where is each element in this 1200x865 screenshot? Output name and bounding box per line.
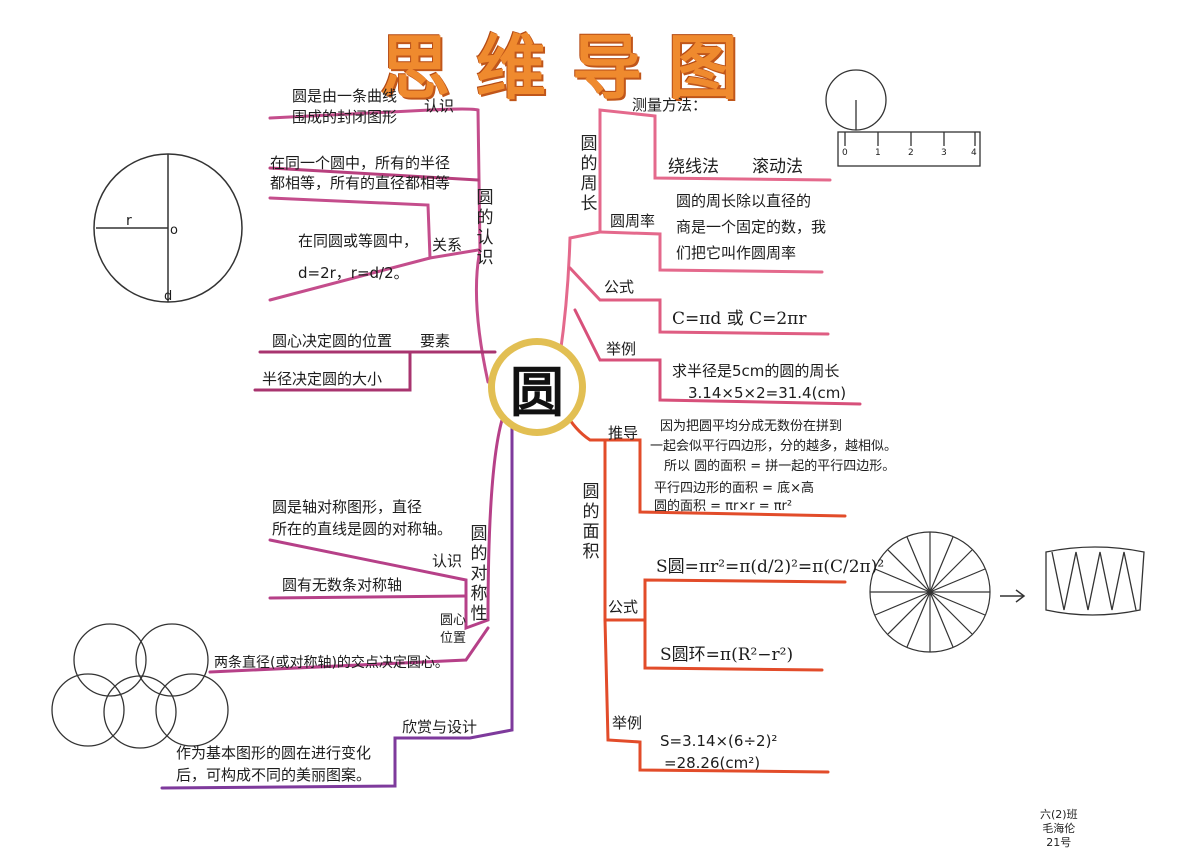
derive-line-5: 圆的面积 = πr×r = πr² xyxy=(654,499,793,514)
signature-class: 六(2)班 xyxy=(1040,808,1078,821)
guanxi-text1-line-2: 都相等，所有的直径都相等 xyxy=(270,174,451,192)
symmetry-branch-label: 圆的对称性 xyxy=(470,524,488,624)
derive-line-3: 所以 圆的面积 = 拼一起的平行四边形。 xyxy=(664,459,896,474)
signature-number: 21号 xyxy=(1046,836,1072,849)
ruler-tick-2: 2 xyxy=(908,148,914,158)
pi-label: 圆周率 xyxy=(610,212,656,230)
renshi-label: 认识 xyxy=(424,97,455,115)
derive-line-2: 一起会似平行四边形，分的越多，越相似。 xyxy=(650,439,898,454)
sym-center-text: 两条直径(或对称轴)的交点决定圆心。 xyxy=(214,655,449,671)
area-example-line-2: =28.26(cm²) xyxy=(664,754,761,772)
pi-line-2: 商是一个固定的数，我 xyxy=(676,218,827,236)
measure-label: 测量方法： xyxy=(632,96,708,114)
ruler-tick-0: 0 xyxy=(842,148,848,158)
area-branch-label: 圆的面积 xyxy=(582,482,600,562)
guanxi-text1-line-1: 在同一个圆中，所有的半径 xyxy=(270,154,451,172)
center-node: 圆 xyxy=(488,338,586,436)
ruler-tick-4: 4 xyxy=(971,148,977,158)
page-title: 思维导图 xyxy=(380,26,764,109)
circle-d-label: d xyxy=(164,289,173,304)
ruler-tick-3: 3 xyxy=(941,148,947,158)
guanxi-text2-line-1: 在同圆或等圆中， xyxy=(298,232,419,250)
derive-label: 推导 xyxy=(608,424,639,442)
pi-line-3: 们把它叫作圆周率 xyxy=(676,244,797,262)
perimeter-formula: C=πd 或 C=2πr xyxy=(672,309,807,329)
overlapping-circles-icon xyxy=(51,623,229,749)
formula-label: 公式 xyxy=(604,278,635,296)
measure-method-2: 滚动法 xyxy=(752,157,803,177)
area-formula-1: S圆=πr²=π(d/2)²=π(C/2π)² xyxy=(656,557,885,577)
pi-line-1: 圆的周长除以直径的 xyxy=(676,192,812,210)
example-label: 举例 xyxy=(606,340,637,358)
sym-renshi-label: 认识 xyxy=(432,552,463,570)
yaosu-center-text: 圆心决定圆的位置 xyxy=(272,332,393,350)
sym-text2: 圆有无数条对称轴 xyxy=(282,576,403,594)
sym-text1-line-1: 圆是轴对称图形，直径 xyxy=(272,498,423,516)
perimeter-branch-label: 圆的周长 xyxy=(580,134,598,214)
ruler-icon xyxy=(825,69,981,167)
measure-method-1: 绕线法 xyxy=(668,157,719,177)
renshi-line-2: 围成的封闭图形 xyxy=(292,108,398,126)
derive-line-1: 因为把圆平均分成无数份在拼到 xyxy=(660,419,843,434)
area-example-label: 举例 xyxy=(612,714,643,732)
renshi-branch-label: 圆的认识 xyxy=(476,188,494,268)
guanxi-label: 关系 xyxy=(432,236,463,254)
signature-name: 毛海伦 xyxy=(1042,822,1076,835)
design-line-2: 后，可构成不同的美丽图案。 xyxy=(176,766,372,784)
arrow-icon xyxy=(1000,589,1026,603)
sector-circle-icon xyxy=(869,531,991,653)
signature: 六(2)班 毛海伦 21号 xyxy=(1040,808,1078,850)
area-formula-label: 公式 xyxy=(608,598,639,616)
ruler-tick-1: 1 xyxy=(875,148,881,158)
example-line-1: 求半径是5cm的圆的周长 xyxy=(672,362,840,380)
area-example-line-1: S=3.14×(6÷2)² xyxy=(660,732,778,750)
parallelogram-icon xyxy=(1045,546,1145,616)
sym-center-label: 圆心位置 xyxy=(439,613,466,646)
yaosu-label: 要素 xyxy=(420,332,451,350)
circle-r-label: r xyxy=(126,213,132,229)
yaosu-radius-text: 半径决定圆的大小 xyxy=(262,370,383,388)
circle-o-label: o xyxy=(170,223,178,238)
sym-text1-line-2: 所在的直线是圆的对称轴。 xyxy=(272,520,453,538)
guanxi-text2-line-2: d=2r，r=d/2。 xyxy=(298,264,409,282)
example-line-2: 3.14×5×2=31.4(cm) xyxy=(688,384,847,402)
design-label: 欣赏与设计 xyxy=(402,718,478,736)
circle-diagram xyxy=(93,153,243,303)
design-line-1: 作为基本图形的圆在进行变化 xyxy=(176,744,372,762)
derive-line-4: 平行四边形的面积 = 底×高 xyxy=(654,481,815,496)
area-formula-2: S圆环=π(R²−r²) xyxy=(660,645,794,665)
renshi-line-1: 圆是由一条曲线 xyxy=(292,87,398,105)
